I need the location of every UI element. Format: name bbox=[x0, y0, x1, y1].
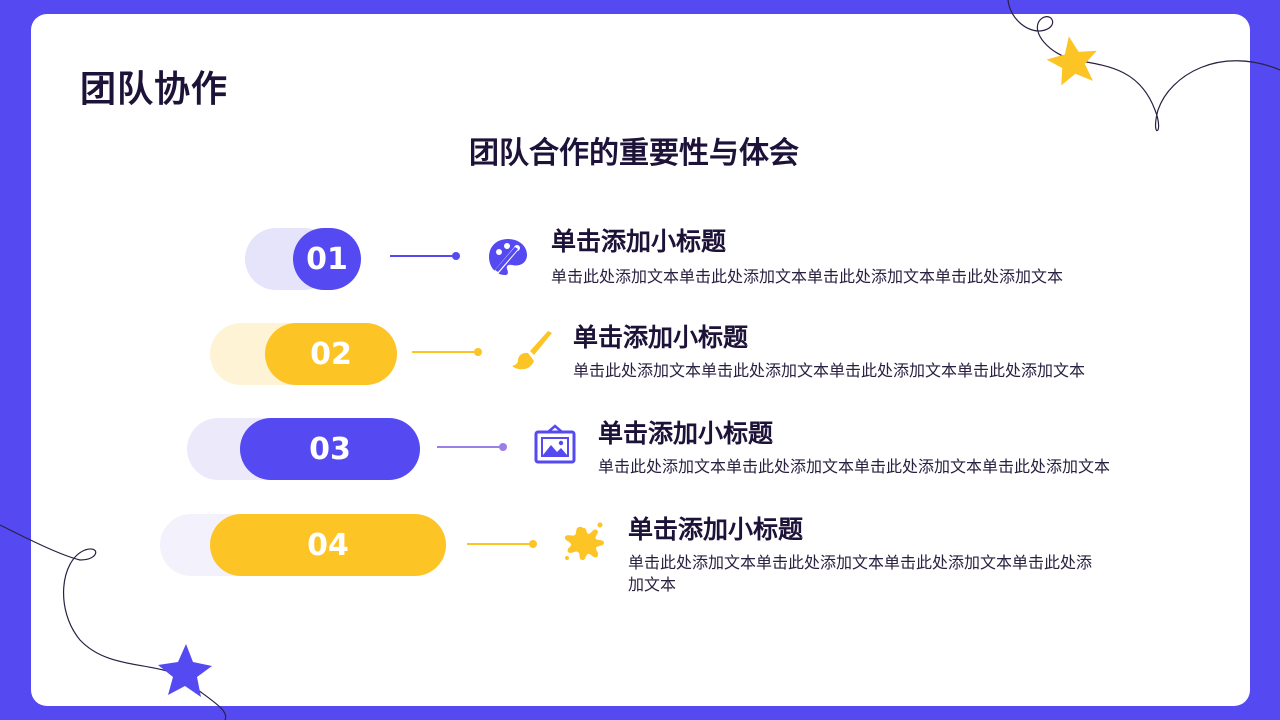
item-title[interactable]: 单击添加小标题 bbox=[628, 515, 804, 544]
item-title[interactable]: 单击添加小标题 bbox=[573, 323, 749, 352]
paintbrush-icon bbox=[512, 331, 552, 370]
number-badge: 03 bbox=[240, 418, 420, 480]
connector-line bbox=[467, 543, 531, 545]
number-badge: 02 bbox=[265, 323, 397, 385]
item-text[interactable]: 单击此处添加文本单击此处添加文本单击此处添加文本单击此处添加文本 bbox=[628, 553, 1093, 594]
connector-line bbox=[390, 255, 454, 257]
connector-dot bbox=[499, 443, 507, 451]
item-text[interactable]: 单击此处添加文本单击此处添加文本单击此处添加文本单击此处添加文本 bbox=[598, 457, 1111, 476]
item-title[interactable]: 单击添加小标题 bbox=[551, 227, 727, 256]
picture-frame-icon bbox=[534, 424, 576, 464]
palette-icon bbox=[489, 239, 527, 275]
number-badge: 01 bbox=[293, 228, 361, 290]
item-text[interactable]: 单击此处添加文本单击此处添加文本单击此处添加文本单击此处添加文本 bbox=[551, 267, 1064, 286]
connector-dot bbox=[529, 540, 537, 548]
connector-line bbox=[412, 351, 476, 353]
connector-dot bbox=[474, 348, 482, 356]
number-badge: 04 bbox=[210, 514, 446, 576]
connector-dot bbox=[452, 252, 460, 260]
slide-subtitle: 团队合作的重要性与体会 bbox=[469, 136, 799, 171]
page-title: 团队协作 bbox=[80, 69, 229, 110]
connector-line bbox=[437, 446, 501, 448]
item-text[interactable]: 单击此处添加文本单击此处添加文本单击此处添加文本单击此处添加文本 bbox=[573, 361, 1086, 380]
paint-splash-icon bbox=[564, 522, 604, 561]
item-title[interactable]: 单击添加小标题 bbox=[598, 419, 774, 448]
